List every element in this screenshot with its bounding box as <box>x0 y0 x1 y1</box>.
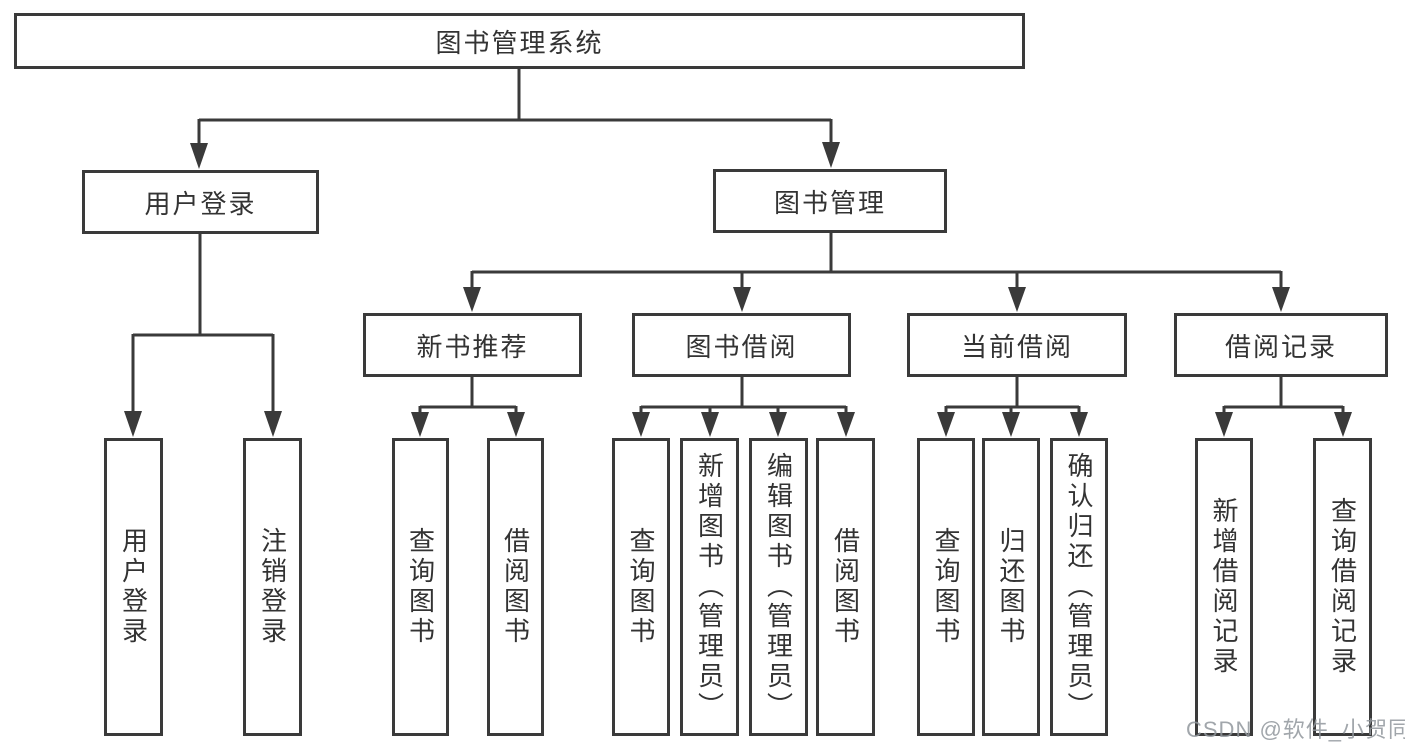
leaf-return-books: 归还图书 <box>982 438 1040 736</box>
arrowhead <box>1215 412 1233 437</box>
node-new-book-recommend: 新书推荐 <box>363 313 582 377</box>
leaf-user-login: 用户登录 <box>104 438 163 736</box>
arrowhead <box>411 412 429 437</box>
arrowhead <box>1070 412 1088 437</box>
node-borrowing-records: 借阅记录 <box>1174 313 1388 377</box>
arrowhead <box>632 412 650 437</box>
arrowhead <box>769 412 787 437</box>
leaf-query-books-borrowing: 查询图书 <box>612 438 670 736</box>
arrowhead <box>822 142 840 168</box>
node-user-login: 用户登录 <box>82 170 319 234</box>
arrowhead <box>264 411 282 437</box>
leaf-borrow-books-borrowing: 借阅图书 <box>816 438 875 736</box>
arrowhead <box>190 143 208 169</box>
arrowhead <box>937 412 955 437</box>
arrowheads <box>124 142 1352 437</box>
leaf-query-books-current: 查询图书 <box>917 438 975 736</box>
arrowhead <box>837 412 855 437</box>
arrowhead <box>1002 412 1020 437</box>
leaf-edit-books-admin: 编辑图书（管理员） <box>749 438 808 736</box>
arrowhead <box>1272 287 1290 312</box>
leaf-query-borrow-record: 查询借阅记录 <box>1313 438 1372 736</box>
arrowhead <box>1334 412 1352 437</box>
leaf-add-books-admin: 新增图书（管理员） <box>680 438 739 736</box>
node-book-borrowing: 图书借阅 <box>632 313 851 377</box>
csdn-watermark: CSDN @软件_小贺同学 <box>1186 717 1405 742</box>
arrowhead <box>733 287 751 312</box>
leaf-logout: 注销登录 <box>243 438 302 736</box>
connector-mgmt-level3 <box>470 233 1283 290</box>
connector-recommend-leaves <box>418 377 518 415</box>
connector-root-level2 <box>197 69 833 146</box>
arrowhead <box>507 412 525 437</box>
connector-records-leaves <box>1222 377 1345 415</box>
leaf-query-books-recommend: 查询图书 <box>392 438 449 736</box>
arrowhead <box>463 287 481 312</box>
leaf-add-borrow-record: 新增借阅记录 <box>1195 438 1253 736</box>
leaf-confirm-return-admin: 确认归还（管理员） <box>1050 438 1108 736</box>
connector-current-leaves <box>944 377 1081 415</box>
node-system-root: 图书管理系统 <box>14 13 1025 69</box>
arrowhead <box>1008 287 1026 312</box>
arrowhead <box>124 411 142 437</box>
arrowhead <box>701 412 719 437</box>
connector-login-leaves <box>131 234 275 414</box>
node-current-borrowing: 当前借阅 <box>907 313 1127 377</box>
leaf-borrow-books-recommend: 借阅图书 <box>487 438 544 736</box>
node-book-management: 图书管理 <box>713 169 947 233</box>
connector-borrow-leaves <box>639 377 848 415</box>
